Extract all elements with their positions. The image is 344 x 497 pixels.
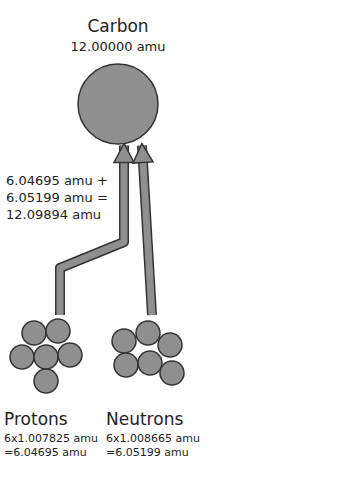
arrow-group [142,146,152,316]
arrow-outline [142,146,152,316]
particle-circle [138,351,162,375]
proton-cluster: Protons6x1.007825 amu =6.04695 amu [4,315,104,460]
particle-circle [22,321,46,345]
mass-value: 12.00000 amu [58,39,178,55]
shape [4,315,104,397]
shape [106,315,216,397]
atom-circle: Carbon 12.00000 amu [58,16,178,146]
mass-value: 6x1.007825 amu =6.04695 amu [4,432,104,460]
particle-circle [34,369,58,393]
particle-circle [58,343,82,367]
block-arrow [60,146,124,316]
element-name: Neutrons [106,409,216,430]
particle-circle [10,345,34,369]
element-name: Carbon [58,16,178,37]
particle-circle [114,353,138,377]
particle-circle [160,361,184,385]
arrow-outline [60,146,124,316]
mass-value: 6x1.008665 amu =6.05199 amu [106,432,216,460]
particle-circle [136,321,160,345]
shape [58,62,178,146]
element-name: Protons [4,409,104,430]
neutron-cluster: Neutrons6x1.008665 amu =6.05199 amu [106,315,216,460]
nucleus-circle [78,64,158,144]
particle-circle [46,319,70,343]
particle-circle [34,345,58,369]
particle-circle [158,333,182,357]
mass-sum: 6.04695 amu + 6.05199 amu = 12.09894 amu [6,172,114,223]
block-arrow [142,146,152,316]
particle-circle [112,329,136,353]
arrow-group [60,146,124,316]
